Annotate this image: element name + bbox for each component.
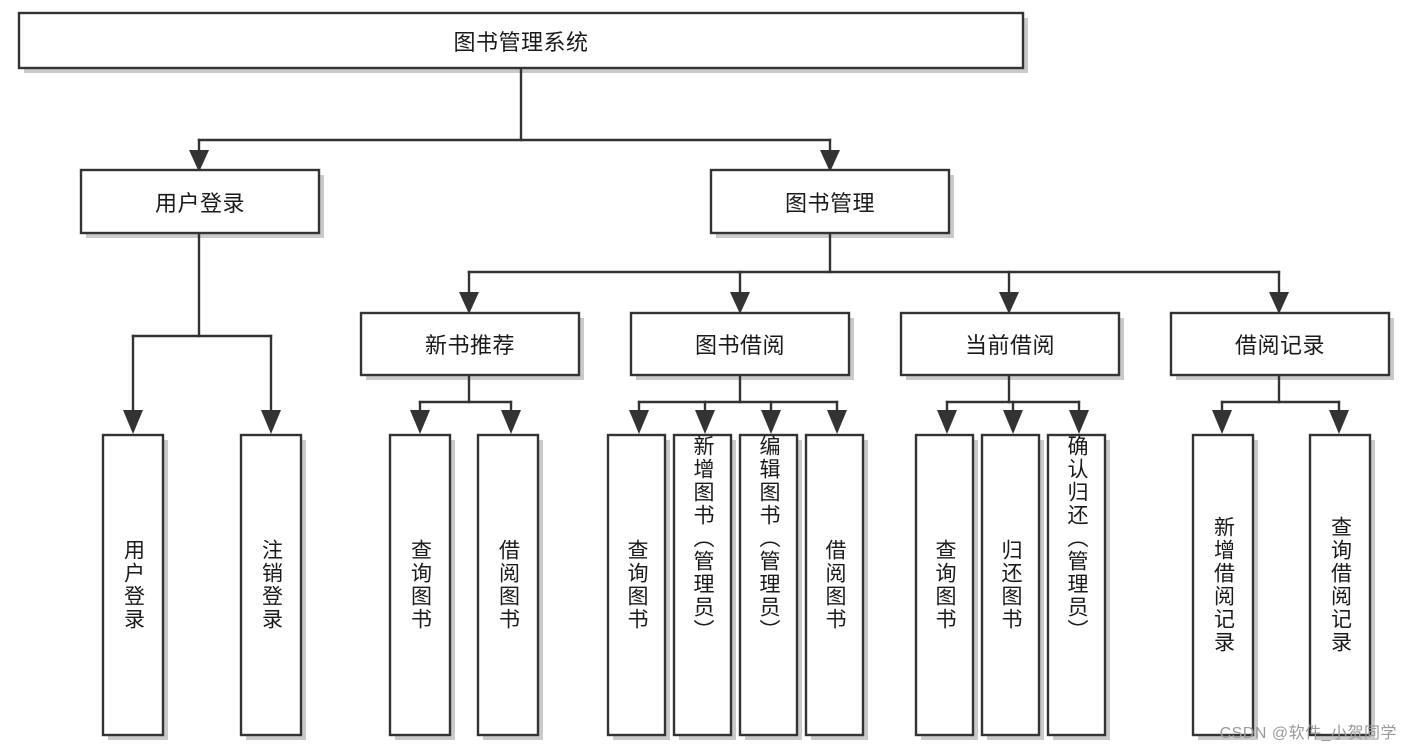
leaf-query-book-3-box[interactable] xyxy=(914,433,975,737)
connector-arrowheads xyxy=(123,150,1349,434)
leaf-user-login-box[interactable] xyxy=(101,433,165,737)
node-root-box[interactable] xyxy=(17,11,1025,70)
leaf-logout-login-box[interactable] xyxy=(239,433,303,737)
node-user-login-box[interactable] xyxy=(79,168,321,235)
node-book-borrow-box[interactable] xyxy=(629,311,851,377)
leaf-query-record-box[interactable] xyxy=(1308,433,1372,737)
leaf-query-book-2-box[interactable] xyxy=(606,433,667,737)
node-boxes xyxy=(17,11,1391,737)
leaf-return-book-box[interactable] xyxy=(980,433,1041,737)
leaf-borrow-book-1-box[interactable] xyxy=(476,433,540,737)
leaf-confirm-return-box[interactable] xyxy=(1046,433,1107,737)
node-current-borrow-box[interactable] xyxy=(899,311,1121,377)
node-book-management-box[interactable] xyxy=(709,168,951,235)
csdn-watermark: CSDN @软件_小贺同学 xyxy=(1219,725,1397,742)
leaf-borrow-book-2-box[interactable] xyxy=(804,433,865,737)
leaf-query-book-1-box[interactable] xyxy=(388,433,452,737)
leaf-add-record-box[interactable] xyxy=(1191,433,1255,737)
leaf-add-book-box[interactable] xyxy=(672,433,733,737)
node-new-book-recommend-box[interactable] xyxy=(359,311,581,377)
node-borrow-record-box[interactable] xyxy=(1169,311,1391,377)
leaf-edit-book-box[interactable] xyxy=(738,433,799,737)
